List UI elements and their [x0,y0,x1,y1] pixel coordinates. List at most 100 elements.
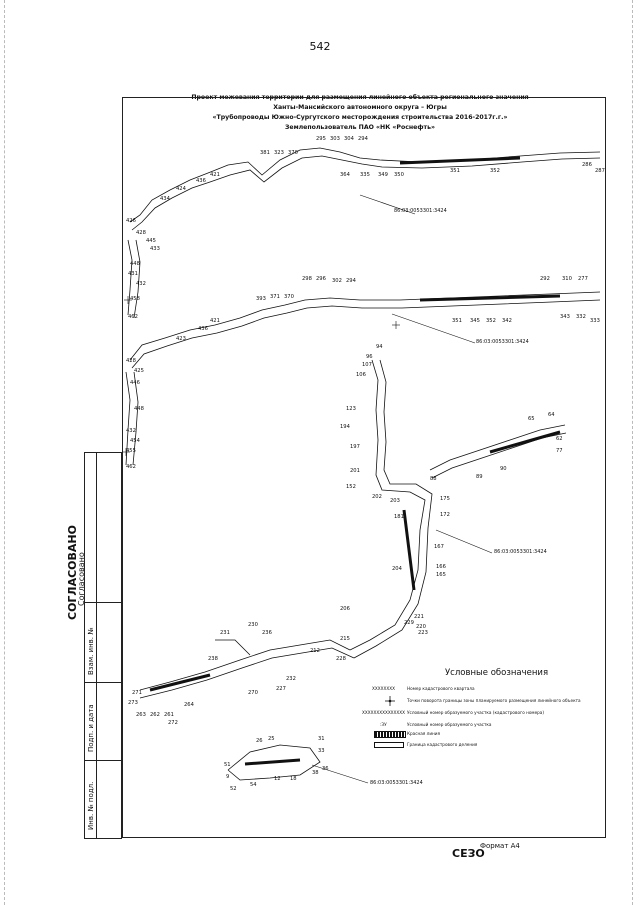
svg-text:294: 294 [346,278,357,284]
svg-text:36: 36 [322,766,329,772]
svg-text:212: 212 [310,648,320,654]
svg-text:175: 175 [440,496,450,502]
svg-text:462: 462 [126,464,136,470]
svg-text:333: 333 [590,318,600,324]
svg-text:107: 107 [362,362,372,368]
svg-text:227: 227 [276,686,286,692]
svg-text:287: 287 [595,168,605,174]
stamp-cell [96,760,122,839]
title-line-4: Землепользователь ПАО «НК «Роснефть» [285,124,435,131]
svg-text:106: 106 [356,372,366,378]
svg-text:350: 350 [394,172,404,178]
svg-text:352: 352 [486,318,496,324]
svg-text:296: 296 [316,276,326,282]
legend-text-3: Условный номер образуемого участка (када… [407,710,544,715]
svg-text:424: 424 [176,186,187,192]
svg-text:26: 26 [256,738,263,744]
svg-text:292: 292 [540,276,550,282]
svg-text:428: 428 [126,358,136,364]
cadastral-boundary-icon [374,742,404,748]
svg-text:277: 277 [578,276,588,282]
svg-text:261: 261 [164,712,174,718]
svg-text:393: 393 [256,296,266,302]
svg-text:232: 232 [286,676,296,682]
stamp-field-sign-date: Подп. и дата [87,704,95,752]
svg-text:270: 270 [248,690,258,696]
svg-text:294: 294 [358,136,369,142]
turn-point-icon [385,696,395,706]
svg-text:425: 425 [134,368,144,374]
svg-text:89: 89 [476,474,483,480]
svg-text:431: 431 [128,271,138,277]
svg-text:310: 310 [562,276,572,282]
legend-text-2: Точки поворота границы зоны планируемого… [407,698,581,703]
svg-text:446: 446 [130,380,140,386]
scan-edge-left [4,0,6,905]
svg-text:96: 96 [366,354,373,360]
stamp-cell [96,602,122,683]
svg-text:286: 286 [582,162,592,168]
legend-title: Условные обозначения [445,668,549,678]
svg-text:421: 421 [210,318,220,324]
svg-text:238: 238 [208,656,218,662]
svg-text:90: 90 [500,466,507,472]
stamp-cell [96,682,122,761]
svg-text:52: 52 [230,786,237,792]
cadastral-label-2: 86:03:0053301:3424 [476,339,529,345]
legend-text-4: Условный номер образуемого участка [407,722,492,727]
svg-text:455: 455 [126,448,136,454]
svg-text:342: 342 [502,318,512,324]
svg-text:264: 264 [184,702,195,708]
svg-text:273: 273 [128,700,138,706]
red-line-icon [374,731,406,738]
svg-text:54: 54 [250,782,257,788]
stamp-cell [83,452,98,603]
svg-text:62: 62 [556,436,563,442]
legend-text-6: Граница кадастрового деления [407,742,478,747]
svg-text:371: 371 [270,294,280,300]
svg-text:271: 271 [132,690,142,696]
svg-text:381: 381 [260,150,270,156]
svg-text:201: 201 [350,468,360,474]
legend-sample-4: :ЗУ [380,722,387,727]
svg-text:432: 432 [136,281,146,287]
svg-text:167: 167 [434,544,444,550]
svg-text:215: 215 [340,636,350,642]
svg-text:202: 202 [372,494,382,500]
svg-text:433: 433 [150,246,160,252]
svg-text:428: 428 [136,230,146,236]
svg-text:436: 436 [196,178,206,184]
svg-text:454: 454 [130,438,141,444]
svg-text:349: 349 [378,172,388,178]
svg-text:462: 462 [128,314,138,320]
svg-text:51: 51 [224,762,231,768]
svg-text:228: 228 [336,656,346,662]
svg-text:448: 448 [134,406,144,412]
title-line-2: Ханты-Мансийского автономного округа – Ю… [273,104,447,111]
svg-text:370: 370 [284,294,294,300]
svg-text:94: 94 [376,344,383,350]
svg-text:77: 77 [556,448,563,454]
svg-text:352: 352 [490,168,500,174]
svg-text:351: 351 [452,318,462,324]
svg-text:436: 436 [198,326,208,332]
svg-text:204: 204 [392,566,403,572]
svg-text:432: 432 [126,428,136,434]
svg-text:230: 230 [248,622,258,628]
stamp-field-inv-original: Инв. № подл. [87,781,95,830]
svg-text:203: 203 [390,498,400,504]
svg-text:172: 172 [440,512,450,518]
svg-text:197: 197 [350,444,360,450]
stamp-cell [83,760,98,839]
svg-text:166: 166 [436,564,446,570]
svg-text:303: 303 [330,136,340,142]
cadastral-label-1: 86:03:0053301:3424 [394,208,447,214]
agreed-sub: Согласовано [77,552,86,606]
svg-text:295: 295 [316,136,326,142]
page-number: 542 [309,40,331,53]
svg-text:351: 351 [450,168,460,174]
svg-text:343: 343 [560,314,570,320]
svg-text:345: 345 [470,318,480,324]
svg-text:426: 426 [126,218,136,224]
